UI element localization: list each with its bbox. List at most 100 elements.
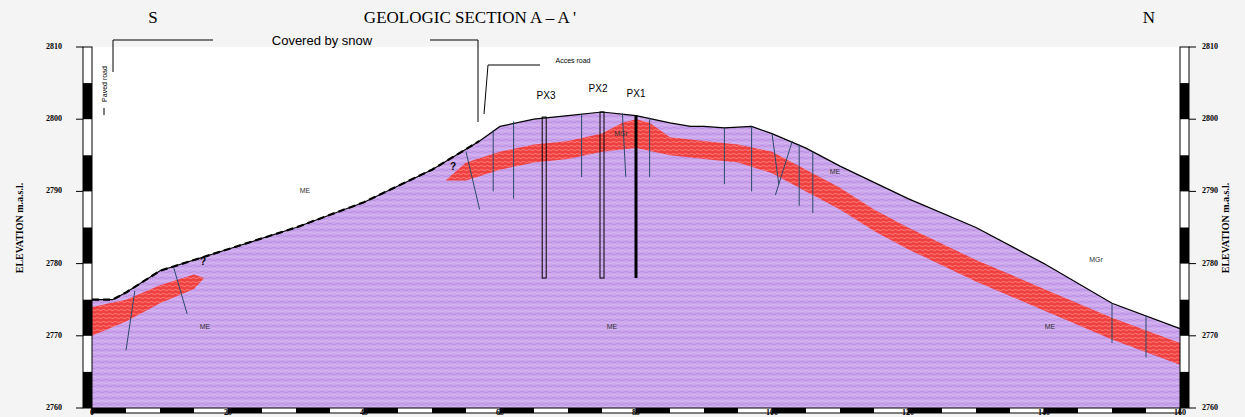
tick-label: 140: [1036, 409, 1052, 417]
axis-segment: [1180, 155, 1189, 191]
axis-tick: [76, 119, 83, 120]
axis-segment: [1180, 83, 1189, 119]
me-unit: [92, 112, 1180, 408]
axis-segment: [83, 300, 92, 336]
axis-tick: [76, 263, 83, 264]
tick-label: 2800: [46, 115, 62, 123]
ground-surface: [92, 112, 1180, 329]
tick-label: 40: [358, 409, 370, 417]
axis-title: ELEVATION m.a.s.l.: [15, 183, 25, 273]
trench-line: [751, 126, 752, 191]
snow-cover-line: [92, 141, 480, 300]
axis-segment: [636, 408, 670, 413]
axis-bar: [83, 47, 92, 408]
axis-tick: [76, 191, 83, 192]
leader-line: [484, 65, 540, 114]
tick-label: 100: [764, 409, 780, 417]
trench-line: [772, 134, 779, 185]
axis-tick: [1189, 191, 1196, 192]
axis-segment: [1180, 228, 1189, 264]
borehole-label: PX1: [627, 89, 646, 99]
trench-line: [1146, 316, 1147, 358]
unit-label: ME: [300, 187, 311, 194]
tick-label: 2770: [1202, 332, 1218, 340]
tick-label: 80: [630, 409, 642, 417]
tick-label: 2810: [46, 43, 62, 51]
axis-bar: [1180, 47, 1189, 408]
tick-label: 0: [88, 409, 96, 417]
bracket: [113, 40, 478, 122]
borehole: [542, 117, 546, 278]
trench-line: [513, 121, 514, 198]
axis-tick: [1189, 335, 1196, 336]
query-mark: ?: [200, 257, 206, 267]
note: Covered by snow: [270, 34, 374, 47]
tick-label: 60: [494, 409, 506, 417]
tick-label: 2780: [1202, 260, 1218, 268]
trench-line: [799, 144, 800, 205]
axes: [76, 47, 1196, 415]
axis-segment: [704, 408, 738, 413]
unit-label: MGr: [614, 130, 628, 137]
trench-line: [812, 152, 813, 213]
trench-line: [649, 118, 650, 177]
tick-label: 2760: [46, 404, 62, 412]
tick-label: 2790: [46, 187, 62, 195]
axis-segment: [228, 408, 262, 413]
tick-label: 2770: [46, 332, 62, 340]
axis-segment: [1180, 300, 1189, 336]
tick-label: 160: [1172, 409, 1188, 417]
trench-line: [466, 152, 480, 210]
unit-label: ME: [1045, 323, 1056, 330]
axis-tick: [1189, 47, 1196, 48]
axis-segment: [83, 83, 92, 119]
axis-segment: [92, 408, 126, 413]
leader-line: [104, 108, 105, 115]
axis-segment: [83, 155, 92, 191]
axis-segment: [364, 408, 398, 413]
axis-segment: [160, 408, 194, 413]
trench-lines: [126, 113, 1146, 357]
compass-label: S: [148, 9, 157, 26]
trench-line: [174, 267, 188, 314]
trench-line: [775, 141, 792, 195]
trench-line: [724, 128, 725, 184]
axis-tick: [1189, 263, 1196, 264]
tick-label: 2790: [1202, 187, 1218, 195]
axis-tick: [76, 335, 83, 336]
trench-line: [581, 114, 582, 177]
trench-line: [622, 113, 625, 177]
boreholes: [542, 112, 636, 278]
compass-label: N: [1143, 9, 1155, 26]
axis-tick: [76, 47, 83, 48]
axis-segment: [500, 408, 534, 413]
axis-segment: [840, 408, 874, 413]
tick-label: 20: [222, 409, 234, 417]
tick-label: 2810: [1202, 43, 1218, 51]
trench-line: [493, 130, 494, 191]
axis-segment: [1180, 372, 1189, 408]
query-mark: ?: [450, 162, 456, 172]
axis-tick: [1189, 408, 1196, 409]
borehole-label: PX2: [589, 84, 608, 94]
mgr-layer: [446, 119, 1180, 365]
diagram-title: GEOLOGIC SECTION A – A ': [364, 9, 576, 26]
tick-label: 2800: [1202, 115, 1218, 123]
road-label: Acces road: [555, 57, 590, 64]
trench-line: [1112, 303, 1113, 343]
borehole-label: PX3: [537, 91, 556, 101]
tick-label: 120: [900, 409, 916, 417]
unit-label: ME: [200, 323, 211, 330]
road-label: Paved road: [101, 66, 108, 102]
axis-tick: [1189, 119, 1196, 120]
borehole: [635, 116, 638, 278]
mgr-layer: [92, 274, 204, 335]
axis-title: ELEVATION m.a.s.l.: [1221, 183, 1231, 273]
unit-label: MGr: [1089, 256, 1103, 263]
axis-segment: [976, 408, 1010, 413]
trench-line: [126, 291, 135, 350]
axis-segment: [296, 408, 330, 413]
